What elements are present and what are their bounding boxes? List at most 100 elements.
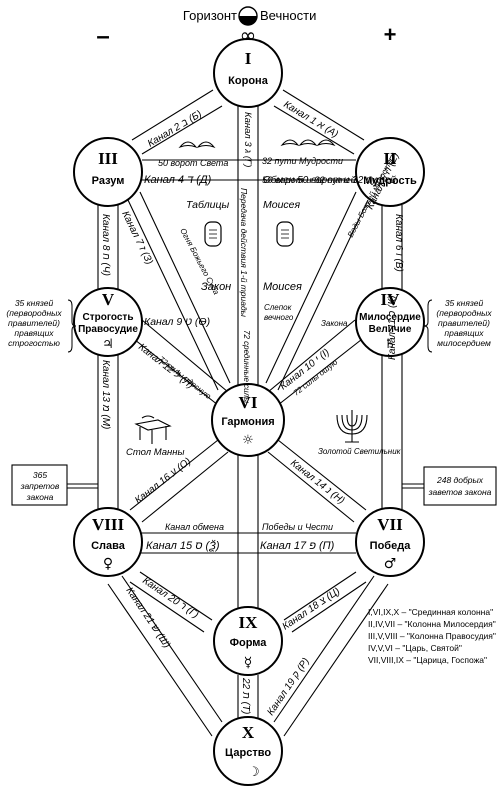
table-icon <box>134 415 172 444</box>
legend-row-2: II,IV,VII – "Колонна Милосердия" <box>368 619 496 629</box>
sephira-4-name-line1: Милосердие <box>359 312 421 323</box>
angel-wings-icon-left <box>178 141 216 149</box>
channel-14-label: Канал 14 נ (Н) <box>288 458 346 507</box>
sephira-5-name-line2: Правосудие <box>78 324 138 335</box>
channel-8-9 <box>129 571 213 633</box>
eternal-text: вечного <box>264 313 294 322</box>
commandments-line-2: заветов закона <box>428 487 492 497</box>
menorah-icon <box>336 410 368 443</box>
channel-18-label: Канал 18 צ (Ц) <box>281 586 343 633</box>
channel-1-3 <box>131 89 223 155</box>
channel-3-2-horizontal <box>142 159 356 181</box>
channel-4-desc: Обмен 50 ворот и 32 путей <box>263 174 396 186</box>
channel-1-2 <box>273 89 365 155</box>
exchange-channel-text: Канал обмена <box>165 522 224 532</box>
channel-1-6-middle <box>237 106 259 388</box>
plus-sign: + <box>384 22 397 47</box>
sephira-4-mercy: IV Милосердие Величие ♄ <box>355 287 425 357</box>
channel-6-label: Канал 6 ו (В) <box>393 214 404 272</box>
channel-11-label: Канал 11 כ (К) <box>387 295 398 360</box>
channel-16-label: Канал 16 ע (О) <box>133 456 193 506</box>
triad-transfer-text: Передача действия 1-й триады <box>239 188 249 318</box>
channel-7-10 <box>273 575 389 737</box>
commandments-line-1: 248 добрых <box>436 475 484 485</box>
channel-7-9 <box>283 571 367 633</box>
left-brace <box>67 299 77 353</box>
channel-5-6 <box>129 319 229 406</box>
sephira-9-name: Форма <box>230 637 268 649</box>
box-connectors <box>67 483 424 489</box>
channel-3-6 <box>127 191 231 391</box>
venus-icon: ♀ <box>103 556 113 572</box>
sephira-10-numeral: X <box>242 723 255 742</box>
sephira-1-numeral: I <box>245 49 252 68</box>
mercury-icon: ☿ <box>244 655 253 671</box>
sephira-6-harmony: VI Гармония ☼ <box>211 383 285 457</box>
paths-of-wisdom-text: 32 пути Мудрости <box>262 156 343 166</box>
gates-and-paths-text: 50 ворот и 32 путей <box>262 175 357 186</box>
channel-6-9-middle <box>237 452 259 608</box>
tablets-text: Таблицы <box>186 199 229 211</box>
sephira-5-severity: V Строгость Правосудие ♃ <box>73 287 143 357</box>
sephira-1-name: Корона <box>228 75 269 87</box>
right-note-line-5: милосердием <box>437 338 491 348</box>
sephira-4-name-line2: Величие <box>369 324 412 335</box>
channel-8-10 <box>107 575 223 737</box>
sephira-3-understanding: III Разум <box>73 137 143 207</box>
mars-icon: ♂ <box>384 556 397 572</box>
moon-icon: ☽ <box>248 765 260 780</box>
moses-text-bottom: Моисея <box>263 281 302 293</box>
sephira-1-crown: I Корона <box>213 38 283 108</box>
channel-2-label: Канал 2 ב (Б) <box>146 109 204 150</box>
tablets-icon-left <box>204 221 222 247</box>
right-note-line-4: правящих <box>444 328 484 338</box>
angel-wings-icon-right <box>280 139 336 147</box>
channel-9-label: Канал 9 ט (Ѳ) <box>144 316 210 328</box>
victory-honor-text: Победы и Чести <box>262 522 333 532</box>
channel-4-6 <box>267 319 367 406</box>
sephira-7-name: Победа <box>370 540 412 552</box>
saturn-icon: ♄ <box>384 337 396 352</box>
right-note-line-3: правителей) <box>438 318 490 328</box>
sephira-9-numeral: IX <box>239 613 259 632</box>
sephira-8-name: Слава <box>91 540 126 552</box>
moses-text-top: Моисея <box>263 199 301 211</box>
channels <box>97 89 403 737</box>
law-text: Закон <box>201 281 231 293</box>
legend-row-1: I,VI,IX,X – "Срединная колонна" <box>368 607 493 617</box>
sephira-5-numeral: V <box>102 290 115 309</box>
channel-4-label: Канал 4 ד (Д) <box>144 174 212 186</box>
left-note-line-4: правящих <box>14 328 54 338</box>
header-eternity: Вечности <box>260 8 316 23</box>
channel-6-8 <box>129 439 229 523</box>
sephira-8-glory: VIII Слава ♀ <box>73 507 143 577</box>
minus-sign: – <box>96 23 109 50</box>
channel-3-label: Канал 3 ג (Г) <box>242 112 253 167</box>
channel-15-label: Канал 15 ס (Ѯ) <box>146 539 220 552</box>
sephira-2-numeral: II <box>383 149 397 168</box>
gates-of-light-text: 50 ворот Света <box>158 158 228 168</box>
legend-row-5: VII,VIII,IX – "Царица, Госпожа" <box>368 655 487 665</box>
sephira-7-numeral: VII <box>377 515 403 534</box>
header-horizon: Горизонт <box>183 8 237 23</box>
left-note-line-3: правителей) <box>8 318 60 328</box>
golden-lamp-text: Золотой Светильник <box>318 447 402 456</box>
tablets-icon-right <box>276 221 294 247</box>
imprint-text: Слепок <box>264 303 293 312</box>
left-note-line-1: 35 князей <box>15 298 54 308</box>
prohibitions-line-3: закона <box>26 492 54 502</box>
sephira-7-victory: VII Победа ♂ <box>355 507 425 577</box>
sephira-6-numeral: VI <box>239 393 258 412</box>
channel-22-label: 22 ת (Т) <box>240 677 251 714</box>
sephira-3-numeral: III <box>98 149 118 168</box>
sephira-3-name: Разум <box>92 175 125 187</box>
sephira-8-numeral: VIII <box>92 515 125 534</box>
sephira-10-kingdom: X Царство ☽ <box>213 716 283 786</box>
legend: I,VI,IX,X – "Срединная колонна" II,IV,VI… <box>368 607 496 665</box>
sephira-4-numeral: IV <box>381 290 401 309</box>
channel-8-7-horizontal <box>140 532 356 554</box>
channel-2-7-right-pillar <box>381 205 403 512</box>
sephira-10-name: Царство <box>225 747 271 759</box>
